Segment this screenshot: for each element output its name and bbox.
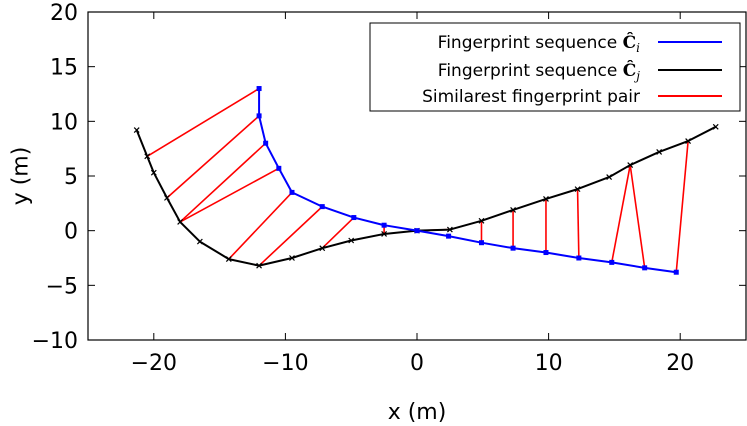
- point-cj: [256, 262, 263, 269]
- point-ci: [673, 269, 679, 275]
- legend-text: Fingerprint sequence: [438, 33, 623, 53]
- point-ci: [478, 240, 484, 246]
- point-cj: [656, 149, 663, 155]
- point-cj: [177, 218, 184, 225]
- point-ci: [276, 165, 282, 171]
- legend-text: Fingerprint sequence: [438, 61, 623, 81]
- y-tick-label: 5: [64, 165, 78, 190]
- x-tick-label: 10: [535, 351, 563, 376]
- point-ci: [381, 222, 387, 228]
- point-cj: [144, 153, 151, 160]
- legend-label: Similarest fingerprint pair: [422, 87, 640, 107]
- point-cj: [225, 256, 232, 263]
- legend-math: Ĉ: [623, 32, 637, 53]
- x-tick-label: 20: [666, 351, 694, 376]
- point-cj: [510, 206, 516, 213]
- point-cj: [543, 196, 549, 202]
- x-axis-title: x (m): [388, 400, 447, 425]
- pair-line: [675, 140, 689, 273]
- point-cj: [446, 226, 453, 233]
- point-cj: [712, 123, 719, 130]
- point-ci: [289, 189, 295, 195]
- pair-line: [321, 216, 355, 249]
- pair-line: [179, 142, 267, 223]
- y-tick-label: 20: [50, 1, 78, 26]
- point-cj: [196, 238, 203, 245]
- x-tick-label: 0: [410, 351, 424, 376]
- y-tick-label: 10: [50, 110, 78, 135]
- legend-text: Similarest fingerprint pair: [422, 87, 640, 107]
- x-tick-label: −10: [262, 351, 308, 376]
- point-ci: [446, 233, 452, 239]
- point-cj: [289, 255, 295, 261]
- point-cj: [574, 186, 581, 193]
- point-cj: [685, 138, 692, 144]
- point-ci: [609, 259, 615, 265]
- series-line-ci: [258, 88, 677, 274]
- pair-line: [610, 164, 631, 263]
- point-ci: [351, 215, 357, 221]
- point-ci: [543, 250, 549, 256]
- pairs-layer: [146, 87, 689, 273]
- y-tick-label: 0: [64, 220, 78, 245]
- y-axis-title: y (m): [9, 147, 34, 206]
- pair-line: [179, 167, 280, 223]
- y-tick-label: 15: [50, 56, 78, 81]
- point-ci: [414, 228, 420, 234]
- point-ci: [256, 113, 262, 119]
- point-cj: [348, 237, 355, 244]
- ticks-layer: −20 −10 0 10 20 −10 −5 0 5 10 15 20: [32, 1, 746, 376]
- point-ci: [642, 265, 648, 271]
- point-ci: [263, 140, 269, 146]
- point-ci: [510, 245, 516, 251]
- x-tick-label: −20: [131, 351, 177, 376]
- point-cj: [150, 169, 157, 176]
- pair-line: [146, 87, 260, 158]
- pair-line: [576, 189, 580, 259]
- pair-line: [228, 191, 293, 260]
- point-cj: [606, 174, 613, 181]
- point-cj: [319, 245, 326, 252]
- point-cj: [164, 194, 170, 201]
- point-cj: [627, 162, 634, 168]
- point-ci: [256, 86, 262, 92]
- point-cj: [478, 217, 485, 224]
- point-cj: [381, 231, 388, 237]
- legend-label: Fingerprint sequence Ĉi: [438, 32, 640, 55]
- legend-math: Ĉ: [623, 60, 637, 81]
- legend-label: Fingerprint sequence Ĉj: [438, 60, 640, 83]
- legend-subscript: i: [636, 41, 640, 55]
- series-layer: [133, 86, 719, 275]
- point-cj: [133, 127, 140, 134]
- legend-subscript: j: [633, 69, 640, 83]
- y-tick-label: −10: [32, 329, 78, 354]
- pair-line: [166, 115, 260, 199]
- pair-line: [629, 164, 646, 268]
- y-tick-label: −5: [46, 274, 78, 299]
- point-ci: [319, 204, 325, 210]
- point-ci: [576, 255, 582, 261]
- pair-line: [258, 206, 323, 267]
